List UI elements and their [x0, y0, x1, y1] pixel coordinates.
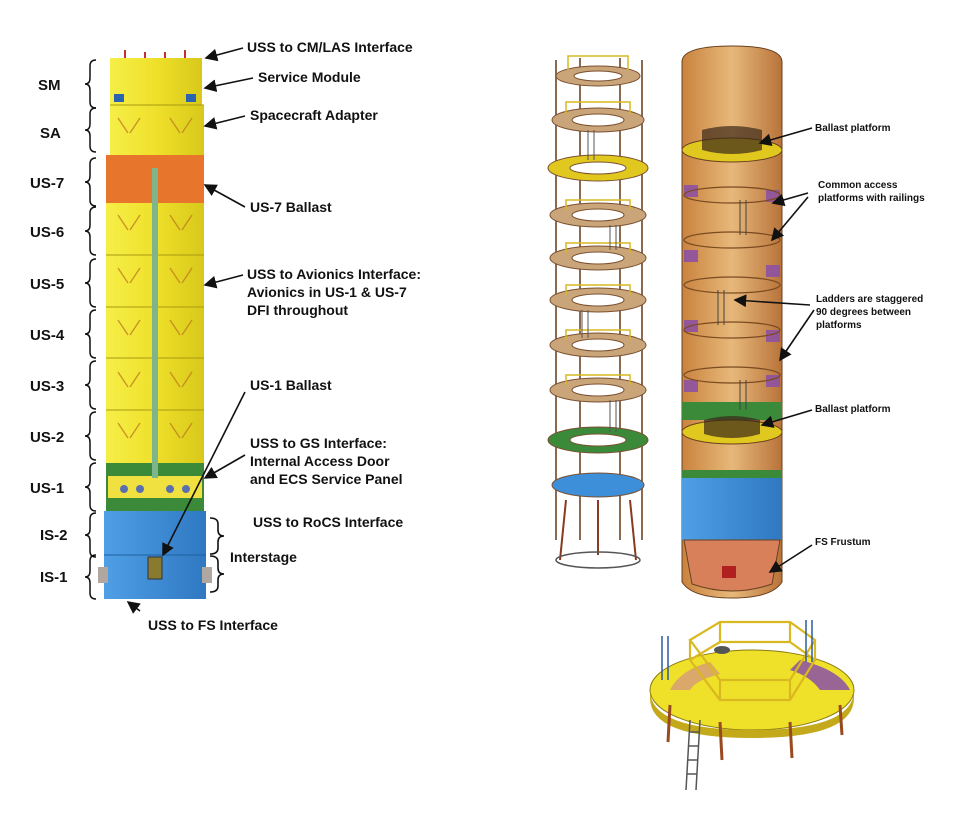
callout-us7-ballast: US-7 Ballast — [250, 199, 332, 215]
callout-ladders-line1: Ladders are staggered — [816, 294, 923, 305]
callout-uss-cm-las: USS to CM/LAS Interface — [247, 39, 413, 55]
platform-detail — [649, 620, 855, 791]
callout-us1-ballast: US-1 Ballast — [250, 377, 332, 393]
callout-gs-line3: and ECS Service Panel — [250, 471, 403, 487]
callout-rocs: USS to RoCS Interface — [253, 514, 403, 530]
spacecraft-adapter-section — [110, 105, 204, 155]
segment-label-us2: US-2 — [30, 429, 64, 446]
segment-label-us4: US-4 — [30, 327, 65, 344]
callout-ladders-line3: platforms — [816, 320, 862, 331]
left-callout-arrows — [162, 47, 254, 557]
us1-yellow-band — [108, 476, 202, 498]
segment-label-us5: US-5 — [30, 276, 64, 293]
segment-label-sm: SM — [38, 77, 61, 94]
skeleton-stack — [547, 55, 649, 569]
callout-common-access-line2: platforms with railings — [818, 193, 925, 204]
callout-service-module: Service Module — [258, 69, 361, 85]
cutaway-stack — [681, 45, 783, 599]
left-stack — [98, 50, 212, 599]
segment-label-us3: US-3 — [30, 378, 64, 395]
callout-fs: USS to FS Interface — [148, 617, 278, 633]
access-door — [147, 556, 163, 580]
segment-label-is1: IS-1 — [40, 569, 68, 586]
callout-common-access-line1: Common access — [818, 180, 898, 191]
callout-spacecraft-adapter: Spacecraft Adapter — [250, 107, 378, 123]
segment-label-is2: IS-2 — [40, 527, 68, 544]
callout-fs-frustum: FS Frustum — [815, 537, 871, 548]
callout-gs-line2: Internal Access Door — [250, 453, 390, 469]
segment-labels — [84, 59, 97, 600]
center-rod — [152, 168, 158, 478]
segment-label-us6: US-6 — [30, 224, 64, 241]
callout-avionics-line1: USS to Avionics Interface: — [247, 266, 421, 282]
right-callout-arrows — [733, 127, 815, 573]
callout-avionics-line3: DFI throughout — [247, 302, 348, 318]
callout-ladders-line2: 90 degrees between — [816, 307, 911, 318]
callout-ballast-platform-bottom: Ballast platform — [815, 404, 891, 415]
callout-avionics-line2: Avionics in US-1 & US-7 — [247, 284, 407, 300]
segment-label-us7: US-7 — [30, 175, 64, 192]
segment-label-sa: SA — [40, 125, 61, 142]
callout-gs-line1: USS to GS Interface: — [250, 435, 387, 451]
callout-ballast-platform-top: Ballast platform — [815, 123, 891, 134]
callout-interstage: Interstage — [230, 549, 297, 565]
segment-label-us1: US-1 — [30, 480, 64, 497]
